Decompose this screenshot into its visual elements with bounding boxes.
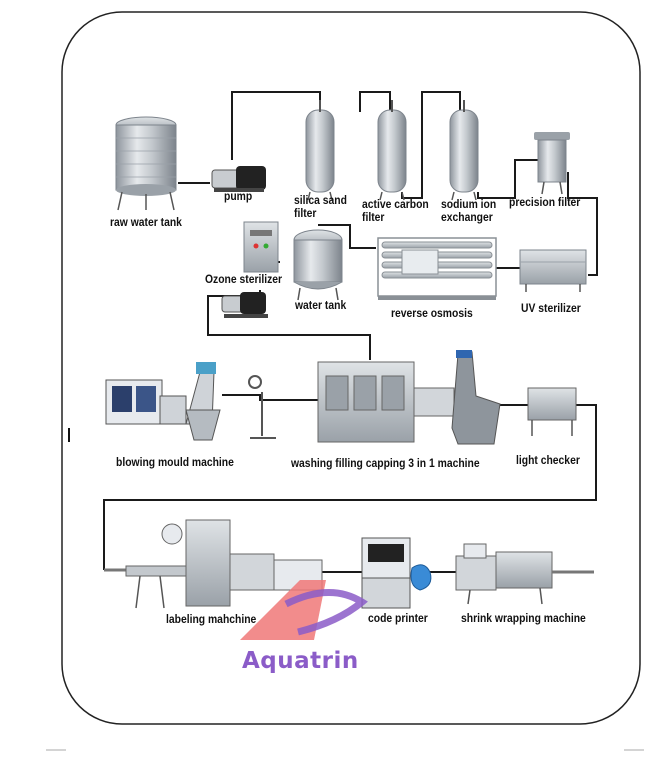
label-raw-water-tank: raw water tank: [110, 217, 182, 229]
label-water-tank: water tank: [295, 300, 347, 312]
label-code-printer: code printer: [368, 613, 428, 625]
label-reverse-osmosis: reverse osmosis: [391, 308, 473, 320]
silica-sand-filter-graphic: [305, 100, 335, 201]
edge-tick-mark: [68, 428, 70, 442]
light-checker-graphic: [527, 387, 577, 436]
connecting-pipes: [103, 91, 598, 573]
raw-water-tank-graphic: [115, 116, 177, 211]
label-washing-filling-capping: washing filling capping 3 in 1 machine: [291, 458, 480, 470]
label-ozone-sterilizer: Ozone sterilizer: [205, 274, 283, 286]
active-carbon-filter-graphic: [377, 100, 407, 201]
label-shrink-wrapping-machine: shrink wrapping machine: [461, 613, 586, 625]
water-tank-graphic: [293, 229, 343, 301]
code-printer-graphic: [361, 537, 432, 609]
label-active-carbon-filter: active carbon filter: [362, 199, 429, 224]
label-silica-sand-filter: silica sand filter: [294, 195, 347, 220]
washing-filling-capping-machine-graphic: [317, 350, 501, 445]
blowing-mould-machine-graphic: [105, 362, 221, 441]
conveyor-stand-graphic: [248, 375, 276, 439]
brand-name: Aquatrin: [242, 648, 359, 674]
label-labeling-machine: labeling mahchine: [166, 614, 257, 626]
label-blowing-mould-machine: blowing mould machine: [116, 457, 234, 469]
second-pump-graphic: [221, 292, 268, 318]
sodium-ion-exchanger-graphic: [449, 100, 479, 201]
aquatrin-logo-icon: [240, 580, 368, 640]
labeling-machine-graphic: [104, 519, 323, 609]
label-uv-sterilizer: UV sterilizer: [521, 303, 581, 315]
precision-filter-graphic: [534, 132, 570, 195]
ozone-sterilizer-graphic: [243, 221, 279, 273]
label-light-checker: light checker: [516, 455, 580, 467]
shrink-wrapping-machine-graphic: [455, 543, 594, 605]
label-pump: pump: [224, 191, 253, 203]
diagram-frame: [61, 11, 641, 725]
reverse-osmosis-graphic: [377, 237, 497, 300]
label-sodium-ion-exchanger: sodium ion exchanger: [441, 199, 497, 224]
uv-sterilizer-graphic: [519, 249, 587, 292]
label-precision-filter: precision filter: [509, 197, 581, 209]
pump-graphic: [211, 166, 266, 192]
